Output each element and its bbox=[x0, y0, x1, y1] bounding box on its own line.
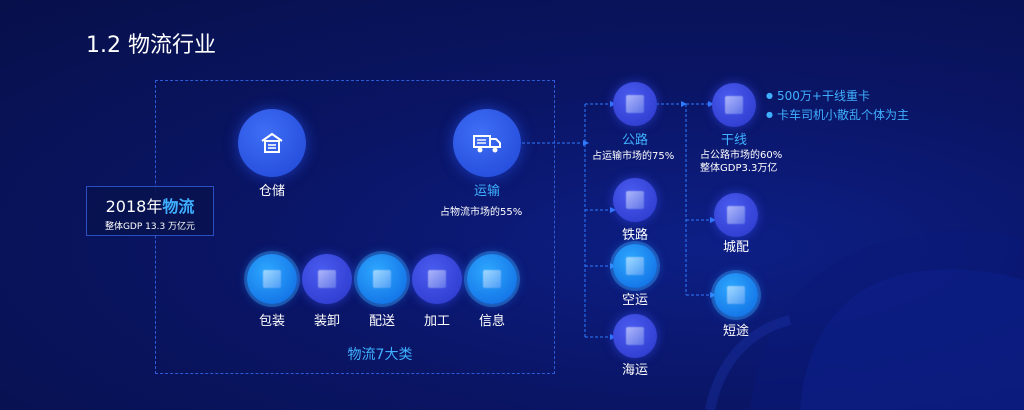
road-label: 公路 bbox=[621, 133, 648, 148]
processing-node bbox=[412, 254, 462, 304]
air-node bbox=[613, 244, 657, 288]
trunk-icon bbox=[725, 96, 743, 114]
category-label: 加工 bbox=[423, 314, 450, 329]
short-haul-node bbox=[714, 273, 758, 317]
year-highlight: 物流 bbox=[162, 197, 195, 216]
categories-caption: 物流7大类 bbox=[347, 347, 413, 363]
bullet-drivers: 卡车司机小散乱个体为主 bbox=[766, 106, 909, 123]
short-haul-label: 短途 bbox=[722, 324, 749, 339]
warehouse-icon bbox=[261, 132, 283, 153]
trunk-note-gdp: 整体GDP3.3万亿 bbox=[700, 163, 778, 174]
transport-note: 占物流市场的55% bbox=[440, 207, 523, 218]
packaging-icon bbox=[263, 270, 281, 288]
year-gdp-box: 2018年物流 整体GDP 13.3 万亿元 bbox=[86, 186, 214, 236]
delivery-icon bbox=[373, 270, 391, 288]
rail-label: 铁路 bbox=[621, 228, 648, 243]
delivery-node bbox=[357, 254, 407, 304]
rail-icon bbox=[626, 191, 644, 209]
transport-label: 运输 bbox=[473, 184, 500, 199]
sea-label: 海运 bbox=[621, 363, 648, 378]
road-icon bbox=[626, 95, 644, 113]
packaging-node bbox=[247, 254, 297, 304]
air-label: 空运 bbox=[621, 293, 648, 308]
air-icon bbox=[626, 257, 644, 275]
information-icon bbox=[483, 270, 501, 288]
short-haul-icon bbox=[727, 286, 745, 304]
sea-icon bbox=[626, 327, 644, 345]
bullet-trucks: 500万+干线重卡 bbox=[766, 87, 870, 104]
truck-icon bbox=[473, 135, 501, 153]
category-label: 包装 bbox=[258, 314, 285, 329]
storage-node bbox=[238, 109, 306, 177]
storage-label: 仓储 bbox=[258, 184, 285, 199]
year-gdp-subtitle: 整体GDP 13.3 万亿元 bbox=[104, 222, 196, 232]
city-delivery-label: 城配 bbox=[722, 240, 749, 255]
trunk-note-share: 占公路市场的60% bbox=[700, 150, 783, 161]
category-label: 装卸 bbox=[313, 314, 340, 329]
category-label: 配送 bbox=[368, 314, 395, 329]
sea-node bbox=[613, 314, 657, 358]
city-delivery-node bbox=[714, 193, 758, 237]
processing-icon bbox=[428, 270, 446, 288]
loading-node bbox=[302, 254, 352, 304]
transport-node bbox=[453, 109, 521, 177]
trunk-label: 干线 bbox=[720, 133, 747, 148]
year-text: 2018年 bbox=[105, 197, 163, 216]
road-node bbox=[613, 82, 657, 126]
rail-node bbox=[613, 178, 657, 222]
road-note: 占运输市场的75% bbox=[592, 151, 675, 162]
city-delivery-icon bbox=[727, 206, 745, 224]
page-title: 1.2 物流行业 bbox=[86, 33, 216, 58]
category-label: 信息 bbox=[478, 314, 505, 329]
information-node bbox=[467, 254, 517, 304]
loading-icon bbox=[318, 270, 336, 288]
trunk-node bbox=[712, 83, 756, 127]
